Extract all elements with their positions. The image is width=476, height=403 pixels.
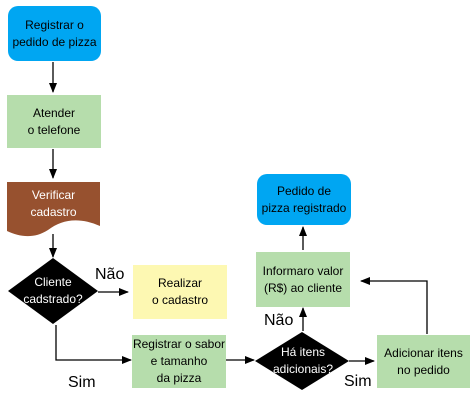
node-registrar-sabor: Registrar o sabor e tamanho da pizza	[132, 335, 226, 388]
node-adicionar-itens: Adicionar itens no pedido	[377, 335, 470, 388]
node-verificar-cadastro: Verificar cadastro	[7, 182, 100, 226]
node-atender-telefone: Atender o telefone	[7, 95, 101, 148]
node-cliente-cadastrado-shape	[8, 258, 98, 324]
node-registrar-pedido-label: Registrar o pedido de pizza	[12, 17, 97, 49]
node-informar-valor: Informaro valor (R$) ao cliente	[256, 252, 350, 307]
node-ha-itens-shape	[255, 332, 349, 390]
edge-adicionar-to-informar	[360, 277, 428, 334]
edge-label-sim-itens: Sim	[344, 373, 372, 390]
node-verificar-cadastro-shape	[7, 182, 100, 237]
node-informar-valor-label: Informaro valor (R$) ao cliente	[262, 263, 344, 295]
node-registrar-sabor-label: Registrar o sabor e tamanho da pizza	[132, 337, 226, 385]
node-atender-telefone-label: Atender o telefone	[27, 105, 81, 137]
node-registrar-pedido: Registrar o pedido de pizza	[8, 6, 101, 61]
node-pedido-registrado: Pedido de pizza registrado	[257, 174, 351, 225]
node-adicionar-itens-label: Adicionar itens no pedido	[384, 345, 463, 377]
edge-label-nao-itens: Não	[264, 312, 294, 329]
node-verificar-cadastro-label: Verificar cadastro	[30, 188, 77, 219]
node-realizar-cadastro-label: Realizar o cadastro	[151, 276, 209, 307]
edge-label-nao-cadastro: Não	[95, 266, 125, 283]
node-pedido-registrado-label: Pedido de pizza registrado	[261, 183, 347, 215]
edge-label-sim-cadastro: Sim	[68, 374, 96, 391]
edge-cliente-to-sabor	[55, 325, 132, 364]
node-realizar-cadastro: Realizar o cadastro	[133, 265, 227, 319]
